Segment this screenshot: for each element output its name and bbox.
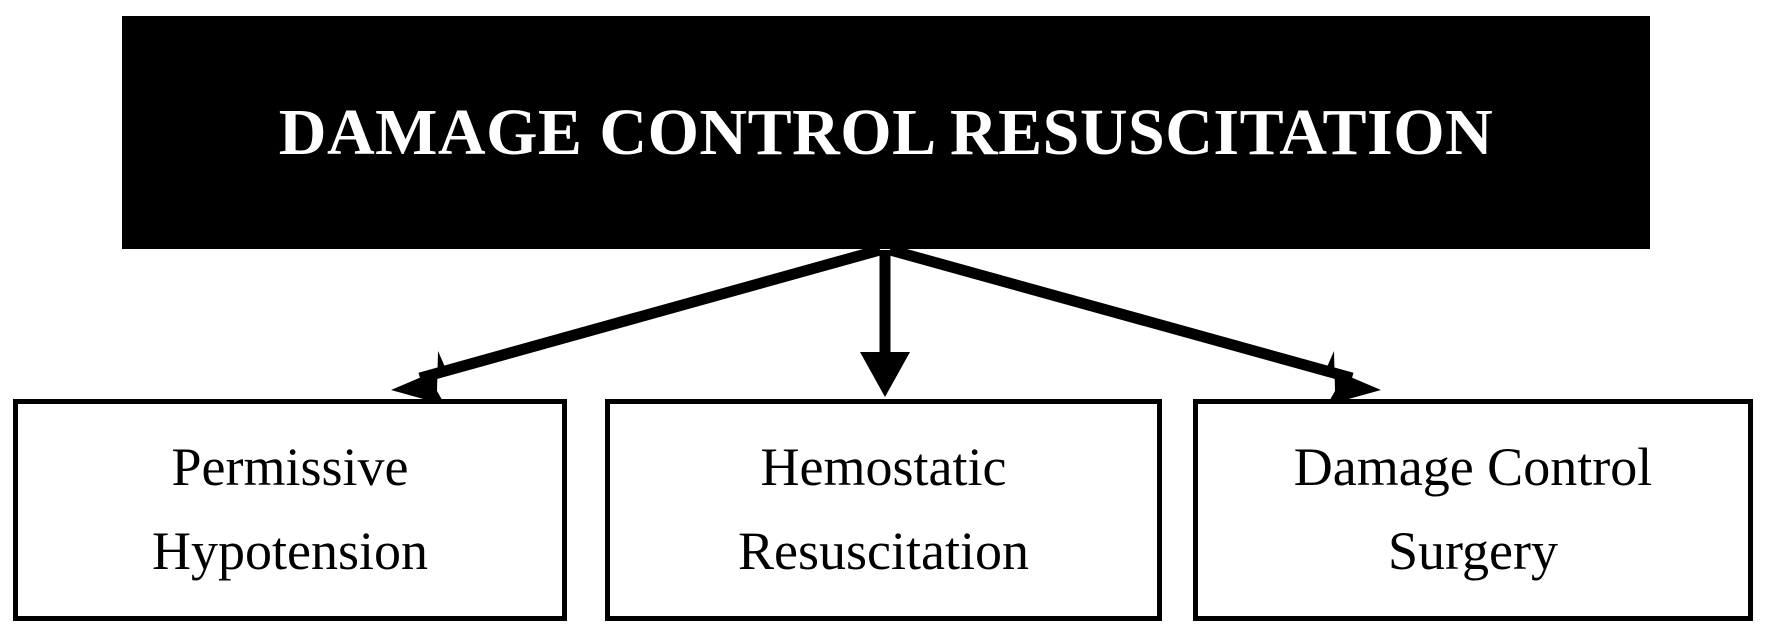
node-damage-control-surgery: Damage Control Surgery (1193, 399, 1753, 621)
node-damage-control-surgery-line1: Damage Control (1293, 437, 1653, 498)
node-permissive-hypotension-line2: Hypotension (152, 521, 428, 581)
arrow-to-hemostatic-resuscitation-icon (860, 250, 910, 397)
node-hemostatic-resuscitation-line1: Hemostatic (760, 437, 1007, 498)
arrow-to-permissive-hypotension-icon (391, 244, 882, 405)
arrow-to-damage-control-surgery-icon (888, 244, 1381, 405)
node-hemostatic-resuscitation: Hemostatic Resuscitation (605, 399, 1162, 621)
page-title: DAMAGE CONTROL RESUSCITATION (278, 95, 1494, 169)
header-banner: DAMAGE CONTROL RESUSCITATION (122, 16, 1650, 249)
node-damage-control-surgery-line2: Surgery (1388, 521, 1558, 581)
node-permissive-hypotension-line1: Permissive (171, 437, 409, 498)
node-permissive-hypotension: Permissive Hypotension (13, 399, 567, 621)
node-hemostatic-resuscitation-line2: Resuscitation (738, 521, 1029, 581)
